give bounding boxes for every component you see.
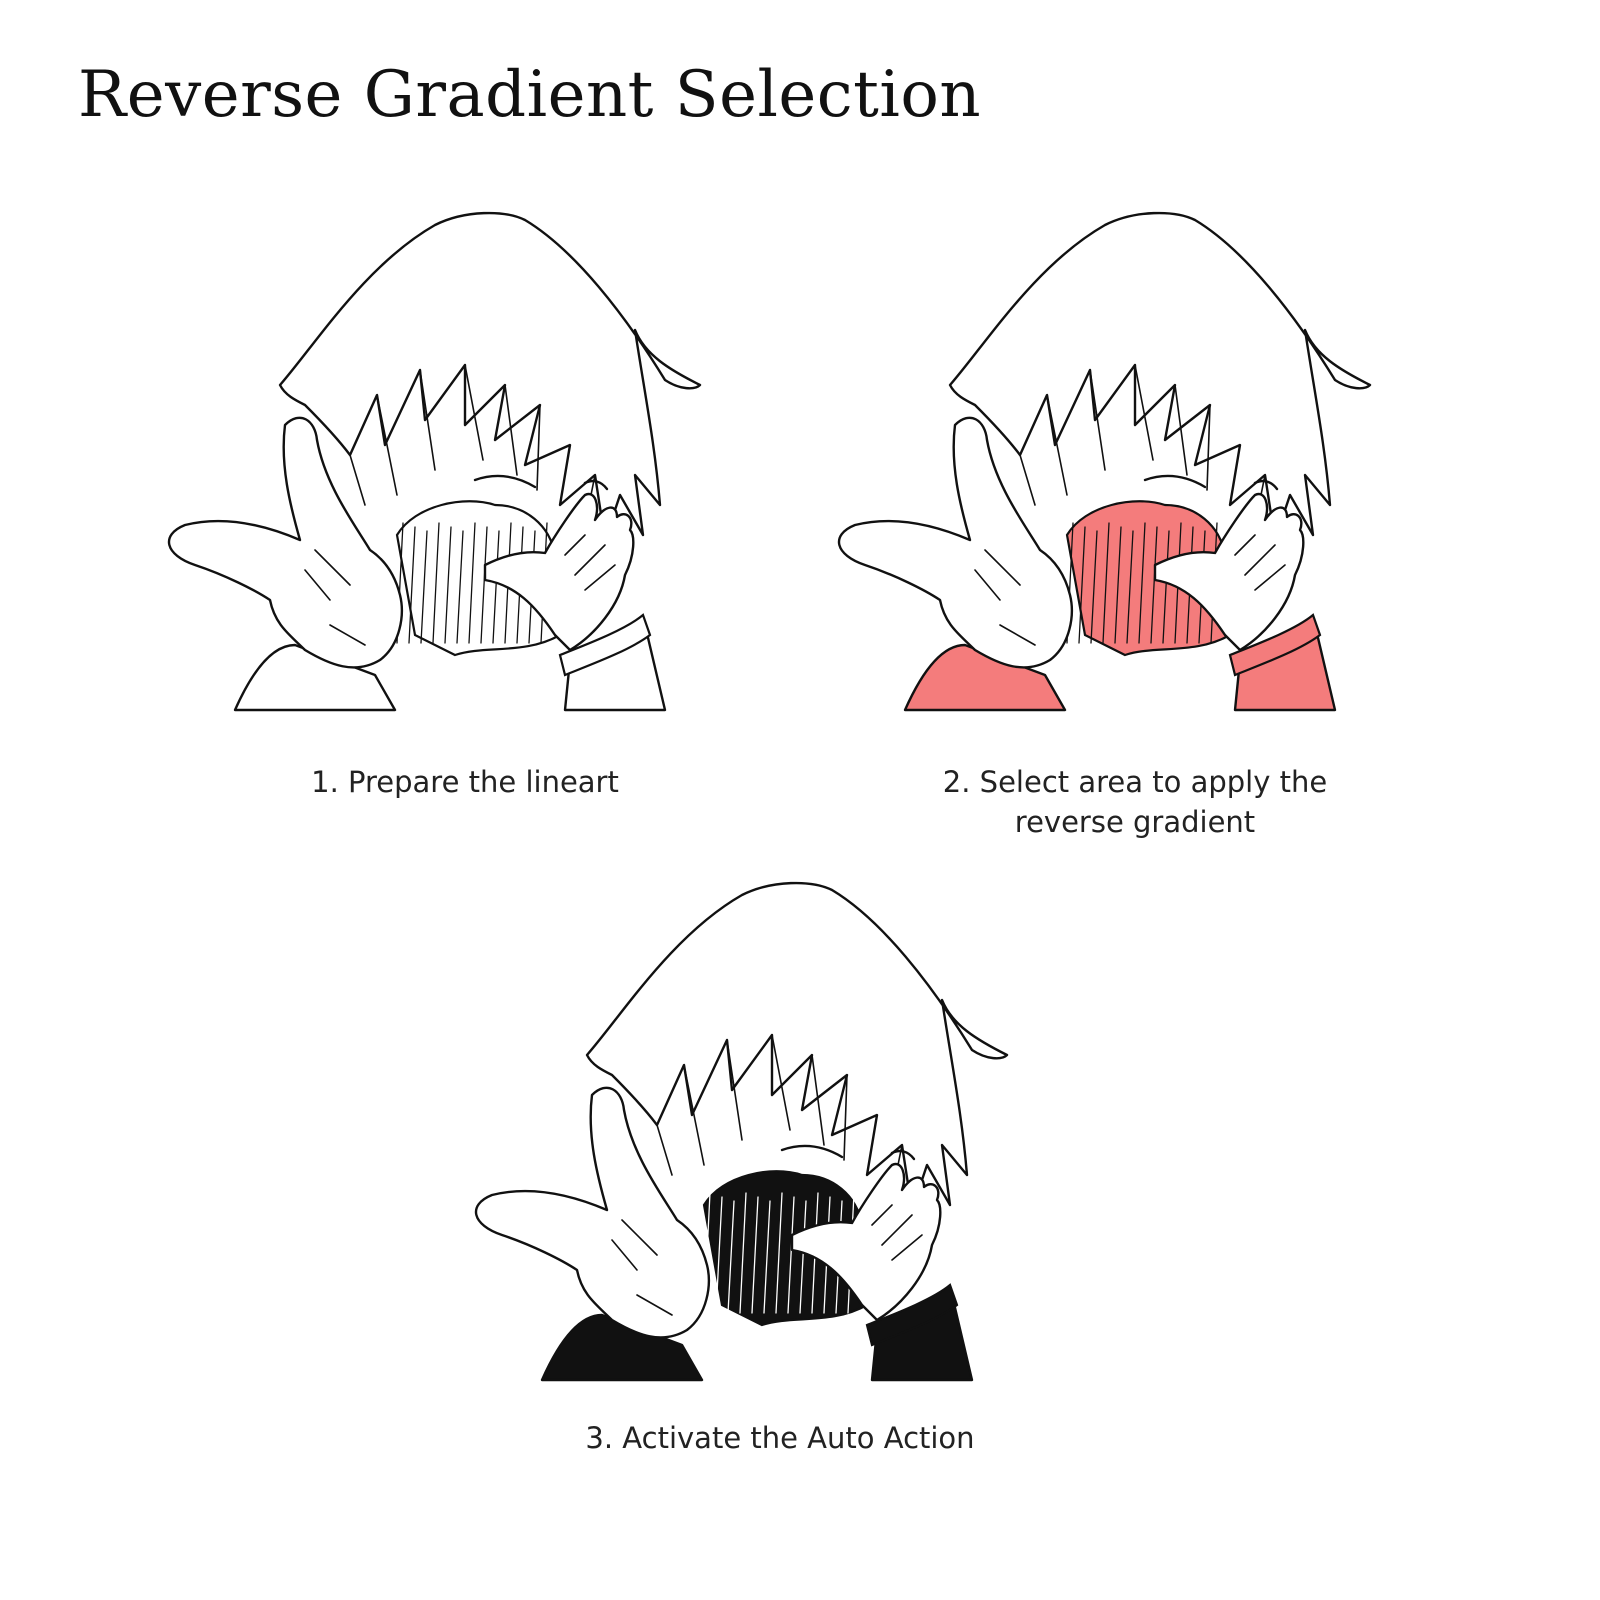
illustration-step-2	[835, 205, 1375, 725]
hair-strand	[1206, 404, 1211, 491]
step-2-caption: 2. Select area to apply the reverse grad…	[942, 765, 1328, 839]
hair-strand	[419, 369, 436, 471]
step-1-caption: 1. Prepare the lineart	[311, 765, 619, 799]
shirt-stripe	[1138, 522, 1146, 644]
shirt-stripe	[1114, 526, 1122, 644]
hair-strand	[464, 364, 484, 461]
shirt-stripe	[739, 1192, 747, 1314]
shirt-stripe	[468, 522, 476, 644]
shirt-stripe	[727, 1200, 735, 1314]
hair-strand	[376, 394, 398, 496]
shirt-stripe	[432, 522, 440, 644]
finger-lines	[1234, 534, 1286, 591]
right-hand	[1153, 492, 1305, 652]
hair	[948, 211, 1372, 542]
hair-strand	[1019, 454, 1036, 506]
page-title: Reverse Gradient Selection	[78, 58, 982, 132]
shirt-stripe	[420, 530, 428, 644]
shirt-stripe	[1090, 530, 1098, 644]
closed-eye	[780, 1144, 844, 1159]
shirt-stripe	[1150, 526, 1158, 644]
hair-strand	[1229, 444, 1241, 506]
selection-drawing	[837, 211, 1372, 712]
hair-strand	[536, 404, 541, 491]
finger-lines	[871, 1204, 923, 1261]
knuckle-lines	[304, 549, 366, 646]
shirt-stripe	[763, 1200, 771, 1314]
hair-strand	[559, 444, 571, 506]
sleeve-cuff	[1228, 613, 1322, 677]
shirt-stripe	[1126, 530, 1134, 644]
sleeve-cuff	[558, 613, 652, 677]
shirt-stripe	[1078, 526, 1086, 644]
shirt-stripe	[444, 526, 452, 644]
shirt-stripe	[775, 1192, 783, 1314]
shirt-stripe	[715, 1196, 723, 1314]
shirt-stripe	[408, 526, 416, 644]
hair-strand	[1134, 364, 1154, 461]
hair-strand	[1174, 384, 1188, 476]
hair	[585, 881, 1009, 1212]
hair-strand	[1046, 394, 1068, 496]
result-drawing	[474, 881, 1009, 1382]
closed-eye	[473, 474, 537, 489]
lineart-drawing	[167, 211, 702, 712]
illustration-step-3	[472, 875, 1012, 1395]
illustration-step-1	[165, 205, 705, 725]
right-hand	[790, 1162, 942, 1322]
shirt-stripe	[480, 526, 488, 644]
closed-eye	[890, 1149, 916, 1161]
finger-lines	[564, 534, 616, 591]
shirt-stripe	[1162, 530, 1170, 644]
shirt-stripe	[492, 530, 500, 644]
knuckle-lines	[974, 549, 1036, 646]
hair-strand	[349, 454, 366, 506]
step-3-caption: 3. Activate the Auto Action	[585, 1421, 975, 1455]
left-hand	[837, 416, 1073, 669]
closed-eye	[1253, 479, 1279, 491]
shirt-stripe	[787, 1196, 795, 1314]
knuckle-lines	[611, 1219, 673, 1316]
hair-strand	[683, 1064, 705, 1166]
hair-strand	[1089, 369, 1106, 471]
right-hand	[483, 492, 635, 652]
left-hand	[167, 416, 403, 669]
hair	[278, 211, 702, 542]
shirt-stripe	[1102, 522, 1110, 644]
closed-eye	[583, 479, 609, 491]
hair-strand	[726, 1039, 743, 1141]
shirt-stripe	[751, 1196, 759, 1314]
sleeve-cuff	[865, 1283, 959, 1347]
hair-strand	[811, 1054, 825, 1146]
shirt-stripe	[456, 530, 464, 644]
hair-strand	[866, 1114, 878, 1176]
hair-strand	[771, 1034, 791, 1131]
hair-strand	[504, 384, 518, 476]
left-hand	[474, 1086, 710, 1339]
hair-strand	[843, 1074, 848, 1161]
shirt-stripe	[799, 1200, 807, 1314]
hair-strand	[656, 1124, 673, 1176]
closed-eye	[1143, 474, 1207, 489]
